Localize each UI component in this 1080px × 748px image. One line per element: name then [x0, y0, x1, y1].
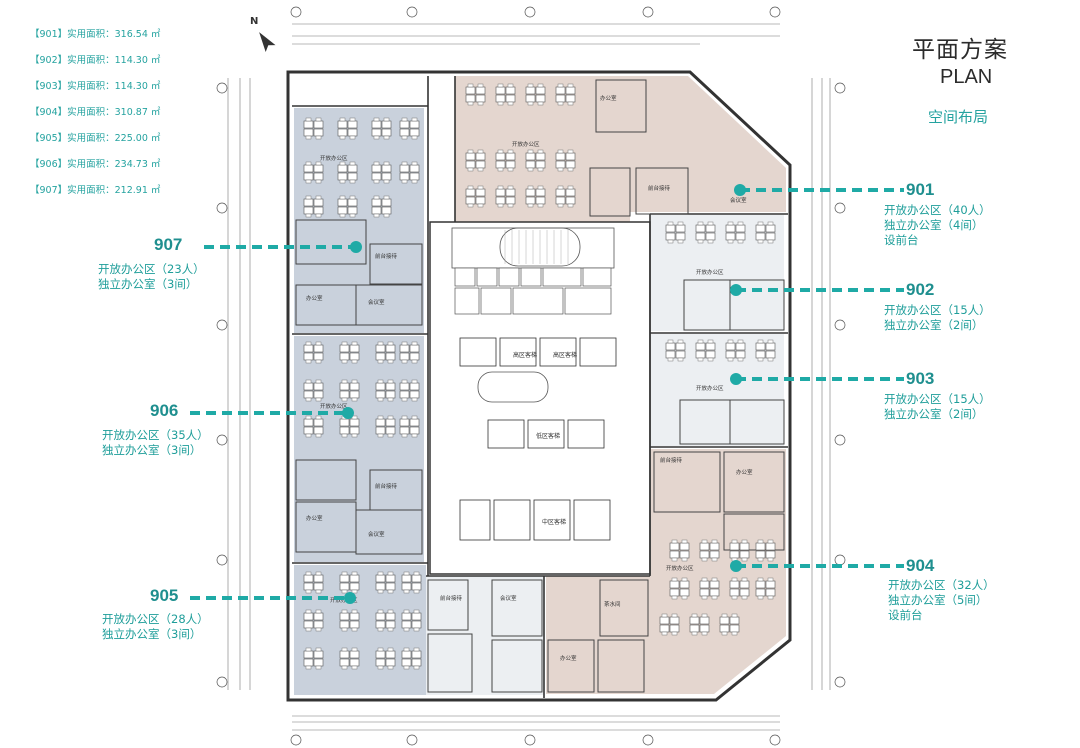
callout-905-lines: 开放办公区（28人） 独立办公室（3间） [102, 612, 209, 642]
callout-901-line-1: 开放办公区（40人） [884, 203, 991, 217]
callout-904-line-3: 设前台 [888, 608, 923, 622]
callout-904-line-1: 开放办公区（32人） [888, 578, 995, 592]
plan-label-office-3: 办公室 [600, 94, 617, 102]
dot-906 [342, 407, 354, 419]
callout-901-line-2: 独立办公室（4间） [884, 218, 984, 232]
axis-bubbles [216, 6, 846, 746]
plan-label-meeting-3: 会议室 [500, 594, 517, 602]
plan-label-office-1: 办公室 [306, 294, 323, 302]
dot-902 [730, 284, 742, 296]
callout-906-number: 906 [150, 401, 179, 420]
dimension-lines [227, 23, 831, 731]
plan-label-open-905: 开放办公区 [330, 596, 358, 604]
callout-904-number: 904 [906, 556, 935, 575]
plan-label-tea: 茶水间 [604, 600, 621, 608]
callout-leaders [190, 188, 904, 600]
area-item-903: 【903】实用面积：114.30 ㎡ [30, 81, 161, 92]
area-item-905: 【905】实用面积：225.00 ㎡ [30, 133, 161, 144]
area-item-904: 【904】实用面积：310.87 ㎡ [30, 107, 161, 118]
title-en: PLAN [940, 66, 993, 88]
dot-904 [730, 560, 742, 572]
callout-902-lines: 开放办公区（15人） 独立办公室（2间） [884, 303, 991, 333]
callout-901-number: 901 [906, 180, 935, 199]
callout-906: 906 [150, 401, 178, 421]
callout-905-line-1: 开放办公区（28人） [102, 612, 209, 626]
core: 高区客梯 高区客梯 低区客梯 中区客梯 [429, 221, 651, 575]
zone-906 [294, 336, 424, 562]
zone-901 [455, 76, 786, 222]
callout-904-line-2: 独立办公室（5间） [888, 593, 988, 607]
plan-label-open-906: 开放办公区 [320, 402, 348, 410]
callout-907-lines: 开放办公区（23人） 独立办公室（3间） [98, 262, 205, 292]
area-item-906: 【906】实用面积：234.73 ㎡ [30, 159, 161, 170]
callout-902-line-1: 开放办公区（15人） [884, 303, 991, 317]
callout-905: 905 [150, 586, 178, 606]
elevator-label-low: 低区客梯 [536, 432, 560, 440]
callout-901: 901 [906, 180, 934, 200]
elevator-label-2: 高区客梯 [553, 351, 577, 359]
area-item-902: 【902】实用面积：114.30 ㎡ [30, 55, 161, 66]
callout-901-line-3: 设前台 [884, 233, 919, 247]
title-cn: 平面方案 [912, 37, 1008, 63]
plan-label-lobby-901: 前台接待 [648, 184, 671, 192]
north-arrow-icon [259, 32, 276, 52]
callout-903-lines: 开放办公区（15人） 独立办公室（2间） [884, 392, 991, 422]
plan-label-office-5: 办公室 [560, 654, 577, 662]
area-item-907: 【907】实用面积：212.91 ㎡ [30, 185, 161, 196]
elevator-bank-low [487, 419, 605, 449]
north-label: N [250, 16, 258, 27]
callout-902-line-2: 独立办公室（2间） [884, 318, 984, 332]
callout-903-number: 903 [906, 369, 935, 388]
callout-901-lines: 开放办公区（40人） 独立办公室（4间） 设前台 [884, 203, 991, 248]
callout-906-lines: 开放办公区（35人） 独立办公室（3间） [102, 428, 209, 458]
callout-dots [342, 184, 746, 604]
plan-label-office-4: 办公室 [736, 468, 753, 476]
callout-904: 904 [906, 556, 934, 576]
walls [292, 76, 788, 698]
dot-905 [344, 592, 356, 604]
plan-label-lobby-904: 前台接待 [660, 456, 683, 464]
callout-905-line-2: 独立办公室（3间） [102, 627, 202, 641]
area-item-901: 【901】实用面积：316.54 ㎡ [30, 29, 161, 40]
dot-901 [734, 184, 746, 196]
callout-907: 907 [154, 235, 182, 255]
callout-903-line-2: 独立办公室（2间） [884, 407, 984, 421]
callout-902-number: 902 [906, 280, 935, 299]
rooms [295, 79, 785, 693]
callout-907-line-1: 开放办公区（23人） [98, 262, 205, 276]
plan-label-open-903: 开放办公区 [696, 384, 724, 392]
elevator-bank-high [459, 337, 617, 367]
plan-label-meeting-1: 会议室 [368, 298, 385, 306]
callout-905-number: 905 [150, 586, 179, 605]
area-list: 【901】实用面积：316.54 ㎡ 【902】实用面积：114.30 ㎡ 【9… [30, 28, 160, 210]
elevator-bank-mid [459, 499, 611, 541]
callout-906-line-1: 开放办公区（35人） [102, 428, 209, 442]
title-sub: 空间布局 [928, 108, 989, 126]
dot-903 [730, 373, 742, 385]
callout-902: 902 [906, 280, 934, 300]
plan-label-lobby-905: 前台接待 [440, 594, 463, 602]
callout-906-line-2: 独立办公室（3间） [102, 443, 202, 457]
plan-label-open-907: 开放办公区 [320, 154, 348, 162]
elevator-label-mid: 中区客梯 [542, 518, 566, 526]
callout-903: 903 [906, 369, 934, 389]
plan-label-office-2: 办公室 [306, 514, 323, 522]
callout-903-line-1: 开放办公区（15人） [884, 392, 991, 406]
plan-label-open-901: 开放办公区 [512, 140, 540, 148]
callout-904-lines: 开放办公区（32人） 独立办公室（5间） 设前台 [888, 578, 995, 623]
dot-907 [350, 241, 362, 253]
plan-label-lobby-906: 前台接待 [375, 482, 398, 490]
plan-label-meeting-2: 会议室 [368, 530, 385, 538]
plan-label-open-904: 开放办公区 [666, 564, 694, 572]
plan-label-meeting-4: 会议室 [730, 196, 747, 204]
callout-907-line-2: 独立办公室（3间） [98, 277, 198, 291]
plan-label-open-902: 开放办公区 [696, 268, 724, 276]
plan-label-lobby-907: 前台接待 [375, 252, 398, 260]
callout-907-number: 907 [154, 235, 183, 254]
elevator-label-1: 高区客梯 [513, 351, 537, 359]
